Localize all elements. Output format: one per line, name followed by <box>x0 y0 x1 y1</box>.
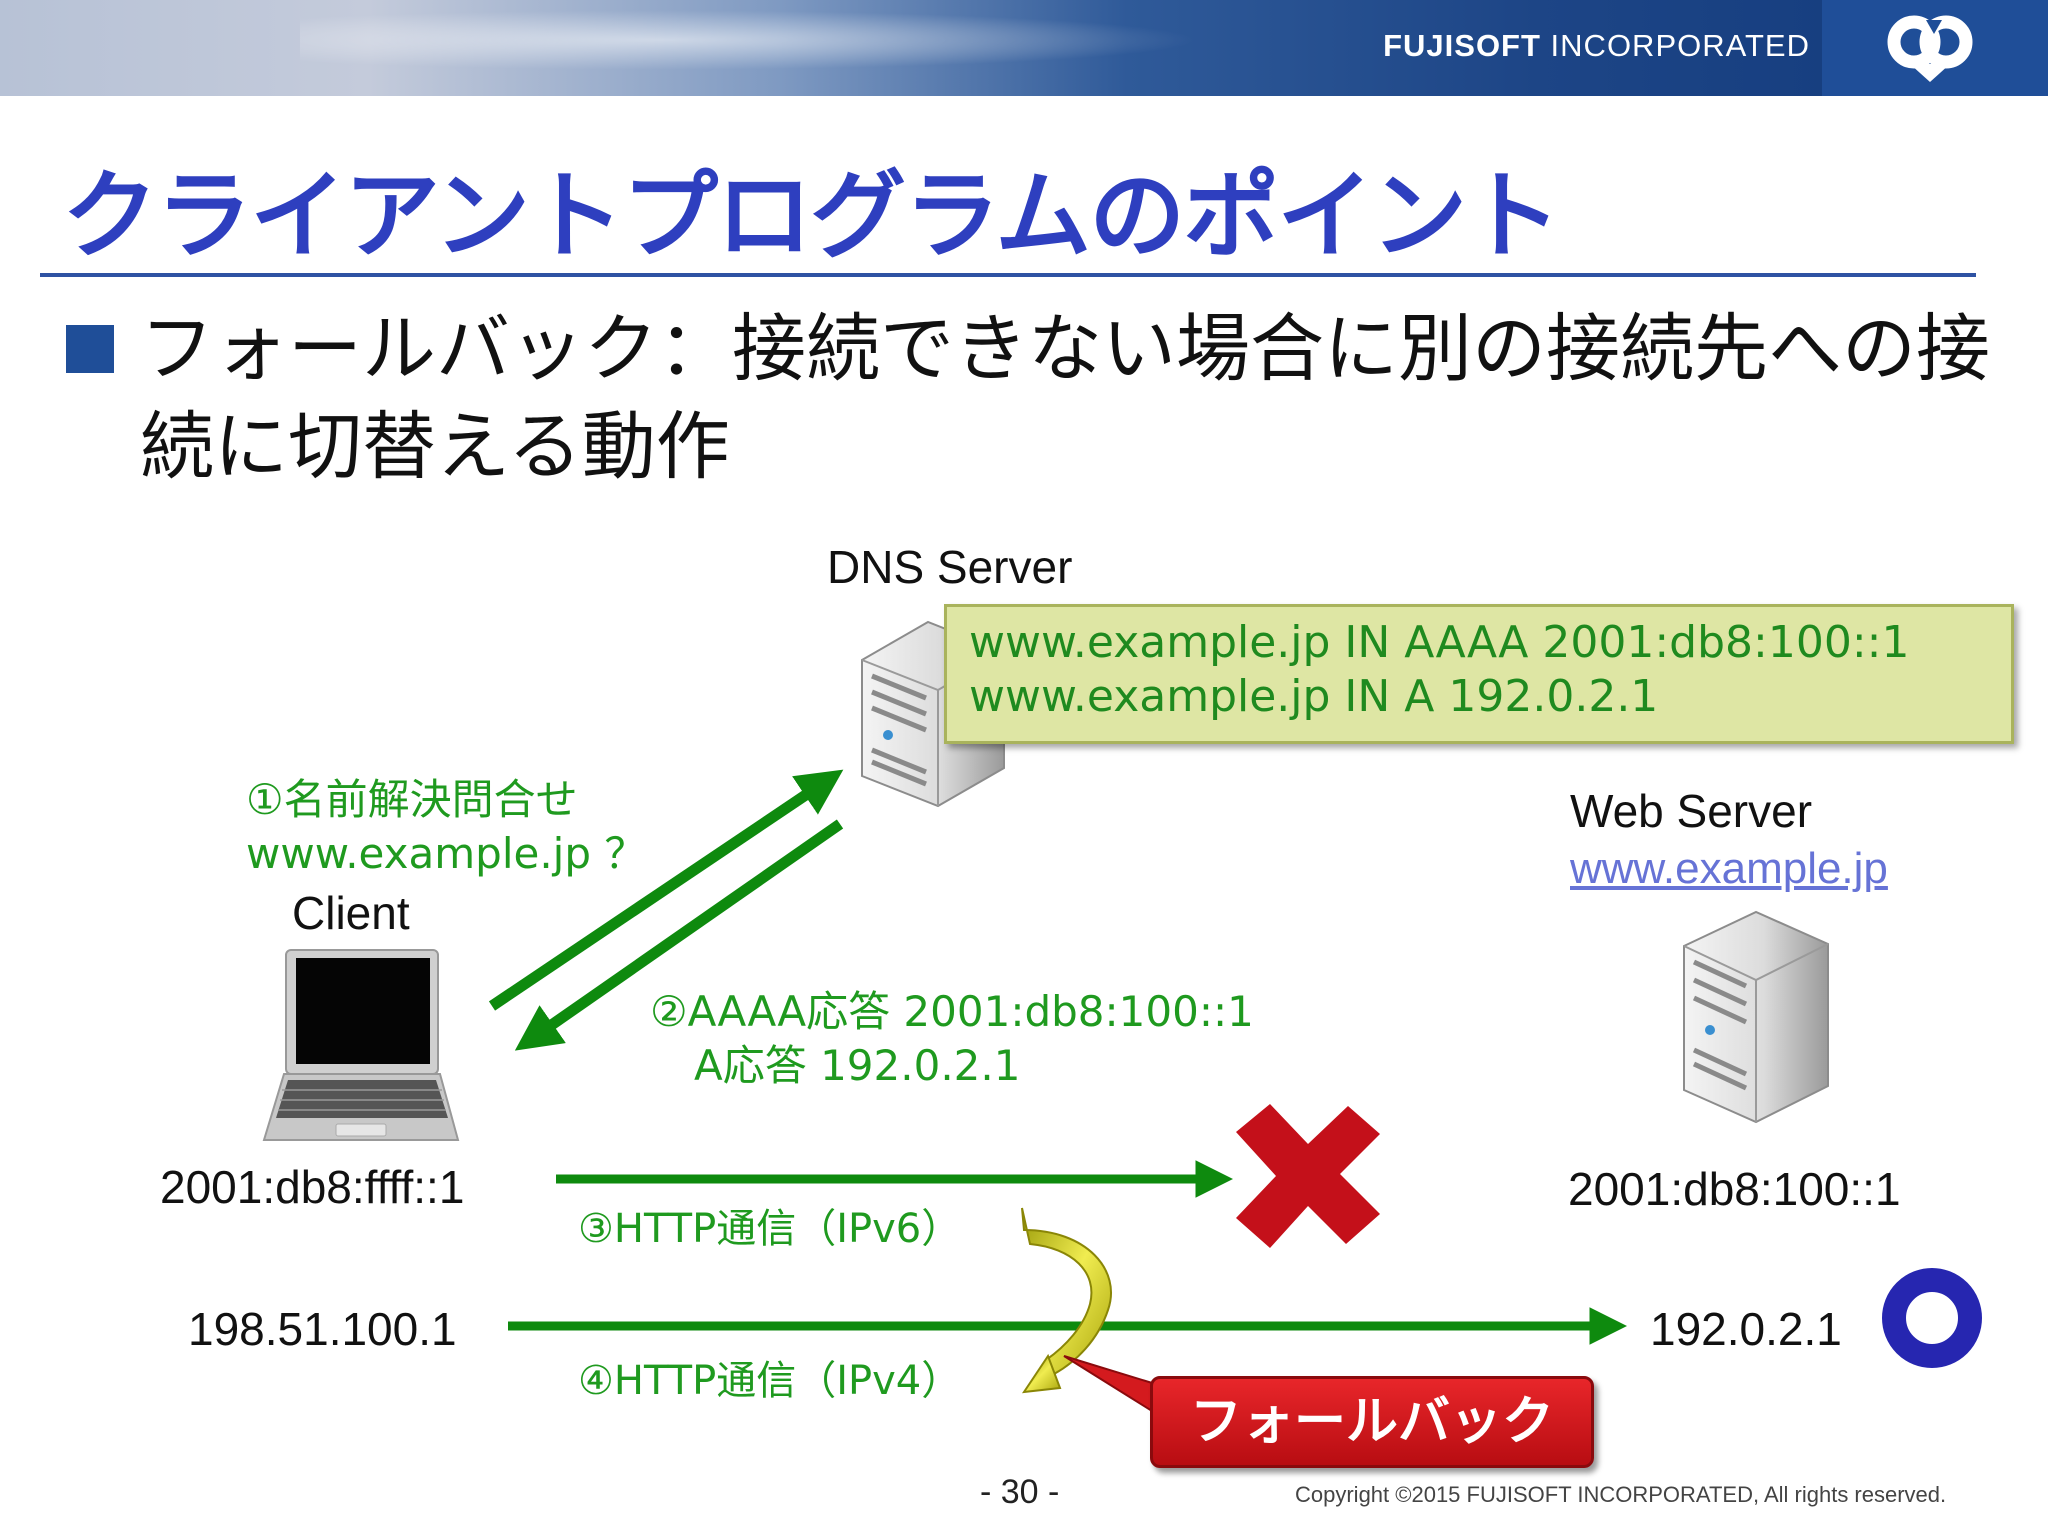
header-band <box>0 0 2048 96</box>
company-logo <box>1822 0 2048 96</box>
bullet-text: フォールバック：接続できない場合に別の接続先への接続に切替える動作 <box>140 306 1990 490</box>
copyright-notice: Copyright ©2015 FUJISOFT INCORPORATED, A… <box>1295 1482 1947 1507</box>
step2-a-response: A応答 192.0.2.1 <box>694 1041 1021 1090</box>
bullet-square-icon <box>66 325 114 373</box>
dns-record-box: www.example.jp IN AAAA 2001:db8:100::1 w… <box>944 604 2014 744</box>
step4-http-ipv4: ④HTTP通信（IPv4） <box>578 1358 962 1404</box>
company-name-bold: FUJISOFT <box>1383 28 1541 63</box>
fallback-curve-arrow <box>1021 1207 1112 1394</box>
fail-x-icon <box>1236 1104 1380 1248</box>
server-ipv6-address: 2001:db8:100::1 <box>1568 1163 1901 1215</box>
client-ipv6-address: 2001:db8:ffff::1 <box>160 1161 465 1213</box>
page-number: - 30 - <box>980 1473 1060 1511</box>
dns-server-label: DNS Server <box>827 541 1073 593</box>
arrow-dns-response <box>514 819 844 1051</box>
web-server-label: Web Server <box>1570 785 1813 837</box>
web-server-host-link[interactable]: www.example.jp <box>1570 844 1888 893</box>
client-ipv4-address: 198.51.100.1 <box>188 1303 457 1355</box>
step2-aaaa-response: ②AAAA応答 2001:db8:100::1 <box>650 987 1254 1036</box>
server-ipv4-address: 192.0.2.1 <box>1650 1303 1842 1355</box>
client-laptop-icon <box>262 949 460 1141</box>
step1-query-host: www.example.jp ？ <box>246 829 647 878</box>
web-server-icon <box>1683 910 1829 1124</box>
client-label: Client <box>292 887 410 939</box>
step3-http-ipv6: ③HTTP通信（IPv6） <box>578 1206 962 1252</box>
company-logo-icon <box>1887 15 1973 82</box>
dns-record-a: www.example.jp IN A 192.0.2.1 <box>969 671 1659 722</box>
company-name: FUJISOFT INCORPORATED <box>1350 28 1810 64</box>
step1-query-label: ①名前解決問合せ <box>246 775 578 824</box>
slide-title: クライアントプログラムのポイント <box>62 160 1561 272</box>
success-circle-icon <box>1882 1268 1982 1368</box>
arrow-dns-query <box>488 769 844 1011</box>
fallback-callout-label: フォールバック <box>1150 1376 1594 1468</box>
company-name-rest: INCORPORATED <box>1540 28 1810 63</box>
title-rule <box>40 273 1976 277</box>
fallback-callout-pointer <box>1063 1355 1164 1418</box>
dns-record-aaaa: www.example.jp IN AAAA 2001:db8:100::1 <box>969 617 1910 668</box>
